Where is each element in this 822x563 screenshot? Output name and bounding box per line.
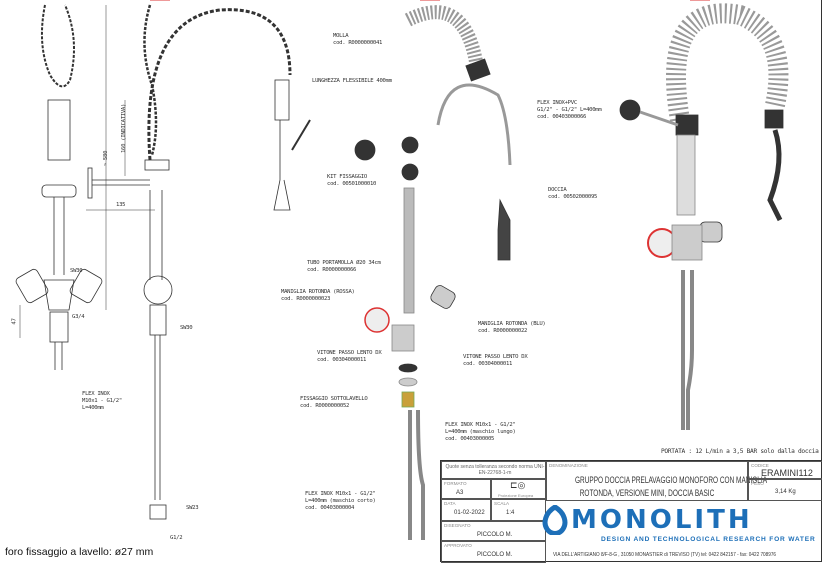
foro-note: foro fissaggio a lavello: ø27 mm	[5, 546, 154, 558]
dim-reach: 135	[116, 202, 126, 208]
left-flex-label: FLEX INOX M10x1 - G1/2" L=400mm	[82, 391, 122, 412]
brand-slogan: DESIGN AND TECHNOLOGICAL RESEARCH FOR WA…	[601, 536, 816, 543]
part-name: VITONE PASSO LENTO DX	[317, 350, 382, 356]
part-code: cod. R0000000023	[281, 296, 331, 302]
part-code: cod. R0000000052	[300, 403, 350, 409]
part-name: FLEX INOX+PVC	[537, 100, 577, 106]
peso-cell: PESO 3,14 Kg	[748, 479, 822, 501]
part-spec: L=400mm (maschio corto)	[305, 498, 376, 504]
part-name: VITONE PASSO LENTO DX	[463, 354, 528, 360]
projection-cell: ⊏◎ Proiezione Europea	[491, 479, 546, 499]
dim-thread: G3/4	[72, 314, 85, 320]
side-view-drawing	[19, 4, 173, 520]
peso-value: 3,14 Kg	[775, 489, 796, 495]
dim-overall-height: ~ 580	[103, 150, 110, 167]
label-line: M10x1 - G1/2"	[82, 398, 122, 404]
portata-note: PORTATA : 12 L/min a 3,5 BAR solo dalla …	[661, 448, 819, 455]
projection-label: Proiezione Europea	[498, 493, 534, 498]
part-name: FLEX INOX M10x1 - G1/2"	[305, 491, 376, 497]
dim-spring-length: 160 (INDICATIVA)	[121, 103, 128, 154]
part-spec: G1/2" - G1/2" L=400mm	[537, 107, 602, 113]
tolerance-cell: Quote senza tolleranza secondo norma UNI…	[441, 461, 546, 479]
denominazione-cell: DENOMINAZIONE GRUPPO DOCCIA PRELAVAGGIO …	[546, 461, 768, 501]
scala-label: SCALA	[494, 501, 510, 506]
part-code: cod. 00403000066	[537, 114, 587, 120]
approvato-value: PICCOLO M.	[477, 552, 513, 558]
peso-label: PESO	[751, 481, 764, 486]
part-name: DOCCIA	[548, 187, 567, 193]
part-label: MANIGLIA ROTONDA (BLU)cod. R0000000022	[478, 321, 546, 335]
tolerance-note: Quote senza tolleranza secondo norma UNI…	[445, 464, 545, 476]
part-label: FLEX INOX M10x1 - G1/2"L=400mm (maschio …	[305, 491, 376, 512]
part-label: FLEX INOX M10x1 - G1/2"L=400mm (maschio …	[445, 422, 516, 443]
part-label: MANIGLIA ROTONDA (ROSSA)cod. R0000000023	[281, 289, 355, 303]
formato-label: FORMATO	[444, 481, 467, 486]
data-cell: DATA 01-02-2022	[441, 499, 491, 521]
disegnato-value: PICCOLO M.	[477, 532, 513, 538]
part-code: cod. 00403000004	[305, 505, 355, 511]
part-code: cod. R0000000041	[333, 40, 383, 46]
scala-cell: SCALA 1:4	[491, 499, 546, 521]
data-label: DATA	[444, 501, 456, 506]
dim-body-height: 47	[11, 318, 18, 325]
part-code: cod. 00304000011	[317, 357, 367, 363]
codice-value: ERAMINI112	[761, 468, 813, 478]
product-title-line1: GRUPPO DOCCIA PRELAVAGGIO MONOFORO CON M…	[575, 475, 768, 485]
approvato-cell: APPROVATO PICCOLO M.	[441, 541, 546, 563]
part-code: cod. 00304000011	[463, 361, 513, 367]
title-block: Quote senza tolleranza secondo norma UNI…	[440, 460, 822, 563]
product-title-line2: ROTONDA, VERSIONE MINI, DOCCIA BASIC	[579, 488, 715, 498]
approvato-label: APPROVATO	[444, 543, 472, 548]
part-name: MANIGLIA ROTONDA (BLU)	[478, 321, 546, 327]
part-name: TUBO PORTAMOLLA Ø20 34cm	[307, 260, 381, 266]
projection-symbol-icon: ⊏◎	[510, 480, 526, 490]
label-line: FLEX INOX	[82, 391, 110, 397]
faucet-render	[619, 3, 789, 430]
disegnato-label: DISEGNATO	[444, 523, 471, 528]
dim-bottom-thread: G1/2	[170, 535, 183, 541]
part-name: MANIGLIA ROTONDA (ROSSA)	[281, 289, 355, 295]
part-code: cod. 00501000010	[327, 181, 377, 187]
part-code: cod. 00502000095	[548, 194, 598, 200]
pulldown-outline-drawing	[147, 8, 311, 211]
part-spec: L=400mm (maschio lungo)	[445, 429, 516, 435]
part-name: KIT FISSAGGIO	[327, 174, 367, 180]
part-name: MOLLA	[333, 33, 349, 39]
dim-nut-top: SW30	[70, 268, 83, 274]
label-line: L=400mm	[82, 405, 104, 411]
codice-cell: CODICE ERAMINI112	[748, 461, 822, 479]
part-code: cod. R0000000022	[478, 328, 528, 334]
company-address: VIA DELL'ARTIGIANO 8/F-8-G , 31050 MONAS…	[553, 552, 777, 558]
codice-label: CODICE	[751, 463, 769, 468]
exploded-view-drawing	[354, 5, 512, 540]
monolith-drop-icon	[542, 505, 568, 535]
front-view-drawing	[15, 4, 103, 370]
data-value: 01-02-2022	[454, 510, 485, 516]
dim-nut-bottom: SW23	[186, 505, 199, 511]
part-name: FLEX INOX M10x1 - G1/2"	[445, 422, 516, 428]
dim-nut-side: SW30	[180, 325, 193, 331]
lunghezza-flessibile-label: LUNGHEZZA FLESSIBILE 400mm	[312, 78, 392, 84]
formato-cell: FORMATO A3	[441, 479, 491, 499]
denominazione-label: DENOMINAZIONE	[549, 463, 588, 468]
brand-logo: MONOLITH	[571, 505, 753, 535]
scala-value: 1:4	[506, 510, 515, 516]
part-name: FISSAGGIO SOTTOLAVELLO	[300, 396, 368, 402]
disegnato-cell: DISEGNATO PICCOLO M.	[441, 521, 546, 541]
part-code: cod. 00403000005	[445, 436, 495, 442]
part-code: cod. R0000000066	[307, 267, 357, 273]
formato-value: A3	[456, 490, 464, 496]
